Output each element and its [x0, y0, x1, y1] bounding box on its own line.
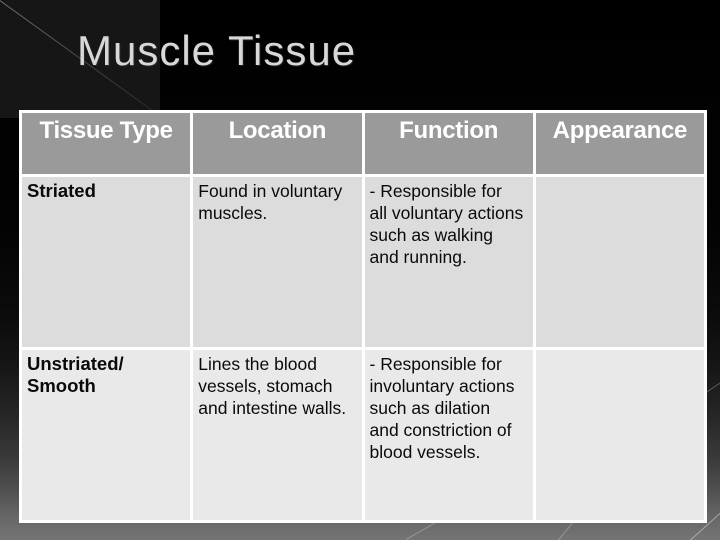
header-tissue-type: Tissue Type [18, 110, 194, 177]
header-appearance: Appearance [532, 110, 708, 177]
header-location: Location [190, 110, 365, 177]
cell-unstriated-function: - Responsible for involuntary actions su… [361, 347, 536, 523]
cell-striated-appearance [532, 174, 708, 350]
slide-title: Muscle Tissue [77, 27, 357, 74]
header-function: Function [361, 110, 536, 177]
cell-unstriated-location: Lines the blood vessels, stomach and int… [190, 347, 365, 523]
table-row-striated: Striated Found in voluntary muscles. - R… [18, 174, 708, 350]
cell-striated-type: Striated [18, 174, 194, 350]
table-row-unstriated: Unstriated/ Smooth Lines the blood vesse… [18, 347, 708, 523]
table-header-row: Tissue Type Location Function Appearance [18, 110, 708, 177]
cell-striated-function: - Responsible for all voluntary actions … [361, 174, 536, 350]
cell-unstriated-type: Unstriated/ Smooth [18, 347, 194, 523]
muscle-tissue-table: Tissue Type Location Function Appearance… [18, 110, 708, 523]
cell-striated-location: Found in voluntary muscles. [190, 174, 365, 350]
cell-unstriated-appearance [532, 347, 708, 523]
